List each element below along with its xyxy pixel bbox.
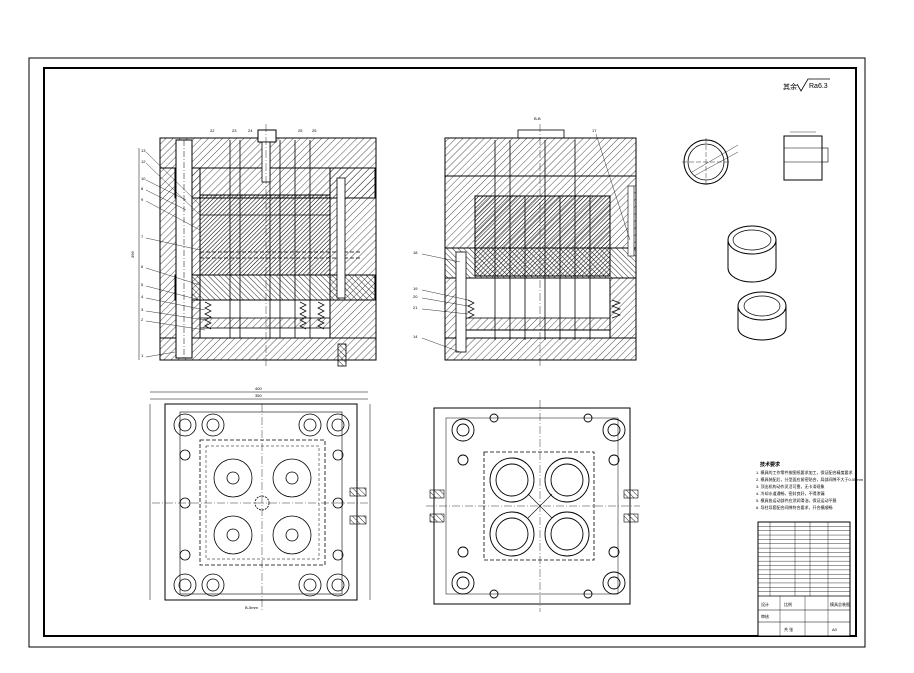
callout-13: 13 (141, 148, 146, 153)
side-dim-text: 396 (130, 251, 135, 258)
note-line-5: 5. 模具各运动部件应涂润滑油，保证运动平稳 (756, 497, 836, 503)
part-detail-views (682, 131, 829, 341)
callout-22: 22 (210, 128, 215, 133)
scale-label: 比例 (784, 601, 792, 607)
moving-half-plan-view: 400 350 B-5mm (149, 386, 371, 610)
callout-1: 1 (141, 353, 144, 358)
callout-4: 4 (141, 294, 144, 299)
drawing-number: A0 (832, 627, 838, 632)
callout-6: 6 (141, 264, 144, 269)
callout-8: 8 (141, 186, 144, 191)
front-section-view: 396 13 12 10 9 8 7 6 5 4 3 2 (130, 124, 377, 368)
callout-5: 5 (141, 282, 144, 287)
callout-17: 17 (592, 128, 597, 133)
callout-23: 23 (232, 128, 237, 133)
callout-21: 21 (413, 305, 418, 310)
top-dim-2: 350 (255, 393, 262, 398)
callout-20: 20 (413, 294, 418, 299)
technical-requirements: 技术要求 1. 模具的工作零件按图纸要求加工，保证配合精度要求 2. 模具装配后… (756, 461, 864, 510)
note-line-1: 1. 模具的工作零件按图纸要求加工，保证配合精度要求 (756, 469, 852, 475)
fixed-half-plan-view (426, 400, 640, 612)
drawing-name: 模具总装图 (830, 601, 850, 607)
callout-18: 18 (413, 250, 418, 255)
inner-frame (43, 67, 857, 637)
callout-14: 14 (413, 334, 418, 339)
callout-3: 3 (141, 307, 144, 312)
notes-title: 技术要求 (760, 461, 781, 468)
callout-25: 25 (298, 128, 303, 133)
sheet-label: 共 张 (784, 626, 793, 632)
callout-24: 24 (248, 128, 253, 133)
roughness-value-text: Ra6.3 (809, 83, 828, 90)
callout-10: 10 (141, 176, 146, 181)
callout-12: 12 (141, 159, 146, 164)
surface-roughness-note: 其余 Ra6.3 (783, 78, 830, 92)
callout-19: 19 (413, 286, 418, 291)
title-block: 设计 审核 比例 共 张 模具总装图 A0 (757, 521, 851, 637)
section-label-text: B-B (534, 116, 541, 121)
side-section-view: B-B (413, 116, 637, 368)
note-line-2: 2. 模具装配后，分型面应紧密贴合，局部间隙不大于0.05mm (756, 476, 864, 482)
top-dim-1: 400 (255, 386, 262, 391)
bottom-dim-text: B-5mm (245, 605, 259, 610)
note-line-6: 6. 导柱导套配合间隙符合要求，开合模顺畅 (756, 504, 832, 510)
callout-9: 9 (141, 197, 144, 202)
roughness-mark-text: 其余 (783, 82, 797, 91)
note-line-3: 3. 顶出机构动作灵活可靠，无卡滞现象 (756, 483, 824, 489)
design-label: 设计 (761, 601, 769, 607)
outer-border (28, 57, 866, 648)
note-line-4: 4. 冷却水道通畅，密封良好，不得渗漏 (756, 490, 824, 496)
callout-2: 2 (141, 317, 144, 322)
check-label: 审核 (761, 613, 769, 619)
callout-26: 26 (312, 128, 317, 133)
callout-7: 7 (141, 234, 144, 239)
